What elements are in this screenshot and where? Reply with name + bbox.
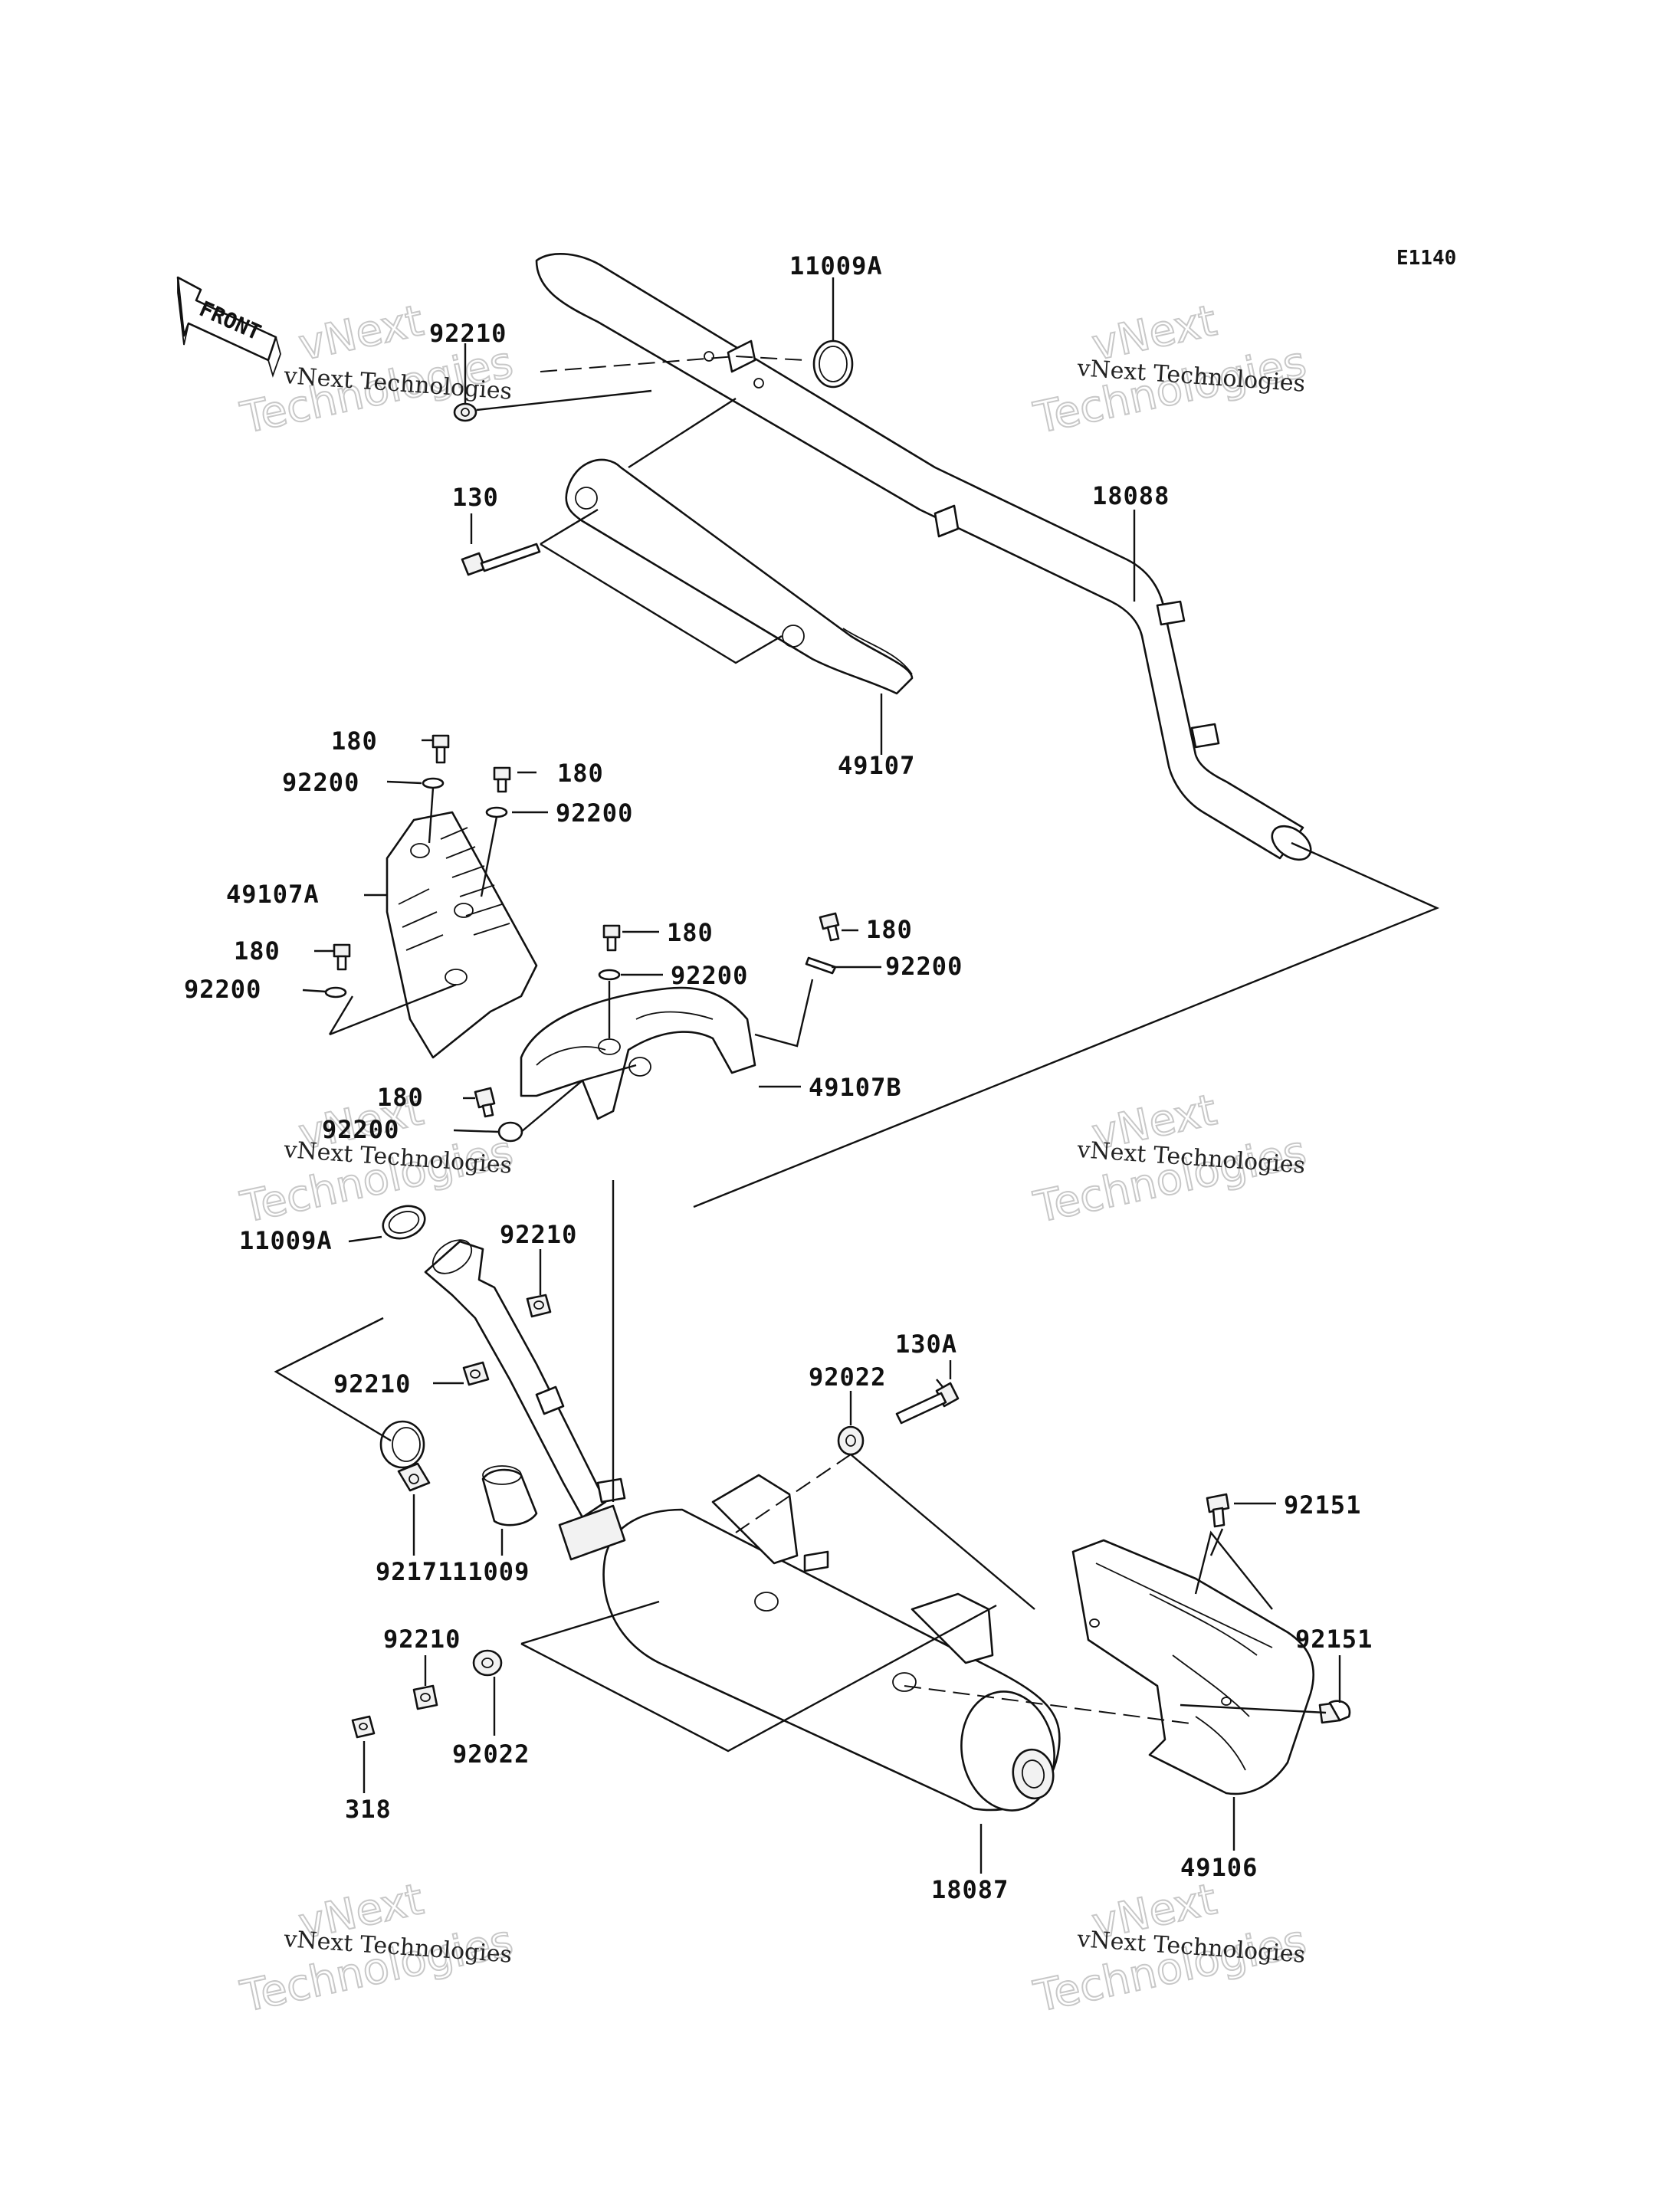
nut-92210-top xyxy=(453,402,477,422)
washer-92200-a xyxy=(422,777,445,789)
label-92200-a: 92200 xyxy=(282,768,359,797)
heat-guard-49106 xyxy=(1071,1539,1314,1795)
gasket-11009 xyxy=(481,1465,538,1526)
watermark-mid-right: vNext Technologies vNext Technologies xyxy=(1029,1084,1311,1234)
heat-guard-49107b xyxy=(520,986,756,1120)
nut-92210-mid xyxy=(526,1294,552,1318)
label-49107b: 49107B xyxy=(809,1073,902,1102)
label-92200-b: 92200 xyxy=(556,798,633,828)
label-18088: 18088 xyxy=(1092,481,1170,510)
bolt-180-a xyxy=(431,734,450,764)
label-180-b: 180 xyxy=(557,759,604,788)
label-92200-d: 92200 xyxy=(671,961,748,990)
washer-92200-d xyxy=(598,969,621,981)
label-18087: 18087 xyxy=(931,1875,1009,1904)
label-11009a-top: 11009A xyxy=(789,251,883,280)
head-pipe xyxy=(424,1239,626,1519)
washer-92200-c xyxy=(324,986,347,998)
bolt-92151-right xyxy=(1318,1700,1351,1724)
label-49107: 49107 xyxy=(838,751,915,780)
watermark-group: vNext Technologies vNext Technologies vN… xyxy=(235,295,1311,2023)
label-92171: 92171 xyxy=(376,1557,453,1586)
label-180-c: 180 xyxy=(234,936,281,966)
nut-318 xyxy=(351,1715,376,1739)
label-92210-low: 92210 xyxy=(333,1369,411,1399)
label-92210-mid: 92210 xyxy=(500,1220,577,1249)
clamp-92171 xyxy=(379,1420,431,1492)
diagram-code: E1140 xyxy=(1396,247,1456,270)
label-92200-c: 92200 xyxy=(184,975,261,1004)
bolt-92151-top xyxy=(1206,1493,1230,1528)
washer-92022-bottom xyxy=(472,1649,503,1677)
washer-92200-f xyxy=(497,1121,523,1143)
label-92151-right: 92151 xyxy=(1295,1625,1373,1654)
label-11009: 11009 xyxy=(452,1557,530,1586)
bolt-180-d xyxy=(602,924,621,952)
exhaust-pipe-18088 xyxy=(535,253,1312,861)
leader-lines xyxy=(274,277,1440,1874)
watermark-top-right: vNext Technologies vNext Technologies xyxy=(1029,295,1311,444)
washer-92022-top xyxy=(837,1425,865,1456)
label-318: 318 xyxy=(345,1795,392,1824)
label-92210-bottom: 92210 xyxy=(383,1625,461,1654)
label-92200-e: 92200 xyxy=(885,952,963,981)
heat-guard-49107a xyxy=(386,811,538,1059)
watermark-bottom-right: vNext Technologies vNext Technologies xyxy=(1029,1874,1311,2023)
bolt-180-c xyxy=(333,943,351,971)
label-92022-top: 92022 xyxy=(809,1362,886,1392)
label-180-d: 180 xyxy=(667,918,714,947)
front-arrow-icon: FRONT xyxy=(176,276,281,378)
nut-92210-low xyxy=(462,1361,490,1386)
heat-guard-49107 xyxy=(565,458,914,695)
label-130: 130 xyxy=(452,483,499,512)
muffler-18087 xyxy=(558,1474,1061,1812)
bolt-130a xyxy=(895,1382,960,1425)
watermark-bottom-left: vNext Technologies vNext Technologies xyxy=(235,1874,517,2023)
gasket-11009a-top xyxy=(812,339,854,389)
label-92022-bottom: 92022 xyxy=(452,1740,530,1769)
label-180-e: 180 xyxy=(866,915,913,944)
bolt-180-b xyxy=(493,766,511,793)
gasket-11009a-mid xyxy=(382,1205,426,1240)
part-labels: 11009A 92210 130 18088 49107 180 92200 1… xyxy=(184,251,1373,1904)
label-49106: 49106 xyxy=(1180,1853,1258,1882)
label-92151-top: 92151 xyxy=(1284,1490,1361,1520)
label-11009a-mid: 11009A xyxy=(239,1226,333,1255)
label-180-f: 180 xyxy=(377,1083,424,1112)
bolt-130 xyxy=(461,543,541,576)
label-130a: 130A xyxy=(895,1330,957,1359)
washer-92200-b xyxy=(485,806,508,818)
nut-92210-bottom xyxy=(412,1684,438,1710)
bolt-180-f xyxy=(474,1087,496,1118)
label-49107a: 49107A xyxy=(226,880,320,909)
label-92210-top: 92210 xyxy=(429,319,507,348)
label-180-a: 180 xyxy=(331,726,378,756)
label-92200-f: 92200 xyxy=(322,1115,399,1144)
washer-92200-e xyxy=(805,956,837,975)
bolt-180-e xyxy=(819,912,840,942)
